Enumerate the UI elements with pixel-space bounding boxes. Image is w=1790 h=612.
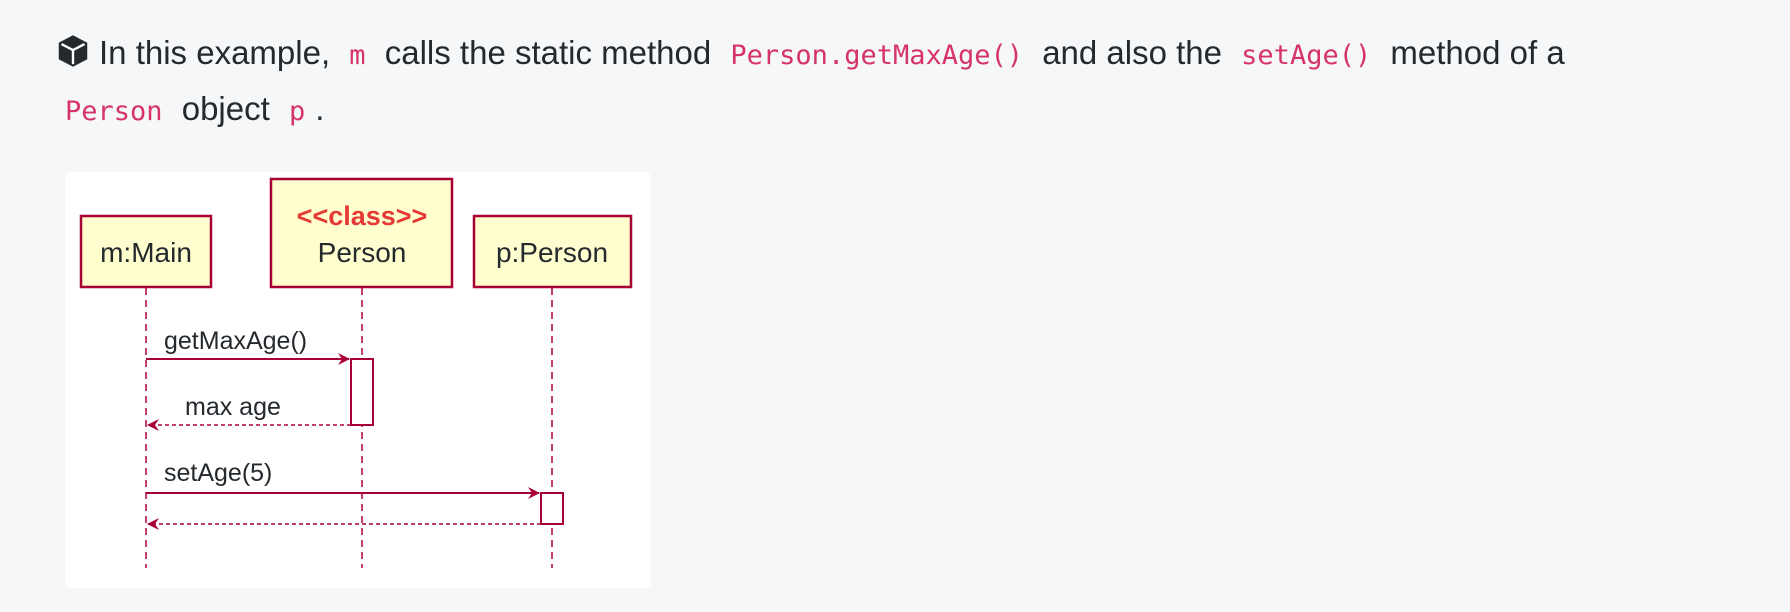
- activation-bar-person: [350, 358, 374, 426]
- message-setage: setAge(5): [146, 459, 540, 499]
- inline-code-p: p: [288, 96, 306, 127]
- paragraph: In this example, m calls the static meth…: [55, 26, 1755, 138]
- cube-icon: [58, 35, 88, 67]
- sequence-diagram-svg: m:Main <<class>> Person p:Person getMaxA…: [79, 177, 633, 568]
- participant-p-person: p:Person: [472, 214, 633, 289]
- inline-code-getmaxage: Person.getMaxAge(): [730, 40, 1024, 71]
- participant-label: Person: [318, 237, 407, 268]
- message-label: setAge(5): [164, 459, 272, 487]
- stereotype-label: <<class>>: [297, 201, 428, 231]
- activation-bar-p-person: [540, 492, 564, 525]
- message-label: max age: [185, 393, 281, 421]
- message-getmaxage: getMaxAge(): [146, 327, 350, 365]
- paragraph-text: and also the: [1042, 34, 1222, 71]
- message-max-age: max age: [147, 393, 351, 431]
- paragraph-text: method of a: [1390, 34, 1565, 71]
- paragraph-text: In this example,: [99, 34, 331, 71]
- inline-code-m: m: [349, 40, 366, 71]
- message-label: getMaxAge(): [164, 327, 307, 355]
- participant-label: m:Main: [100, 237, 192, 268]
- paragraph-text: calls the static method: [384, 34, 712, 71]
- paragraph-text: .: [315, 90, 325, 127]
- sequence-diagram: m:Main <<class>> Person p:Person getMaxA…: [65, 172, 651, 588]
- inline-code-setage: setAge(): [1241, 40, 1372, 71]
- participant-label: p:Person: [496, 237, 608, 268]
- participant-person-class: <<class>> Person: [269, 177, 454, 289]
- inline-code-person: Person: [65, 96, 163, 127]
- participant-main: m:Main: [79, 214, 213, 289]
- paragraph-text: object: [181, 90, 270, 127]
